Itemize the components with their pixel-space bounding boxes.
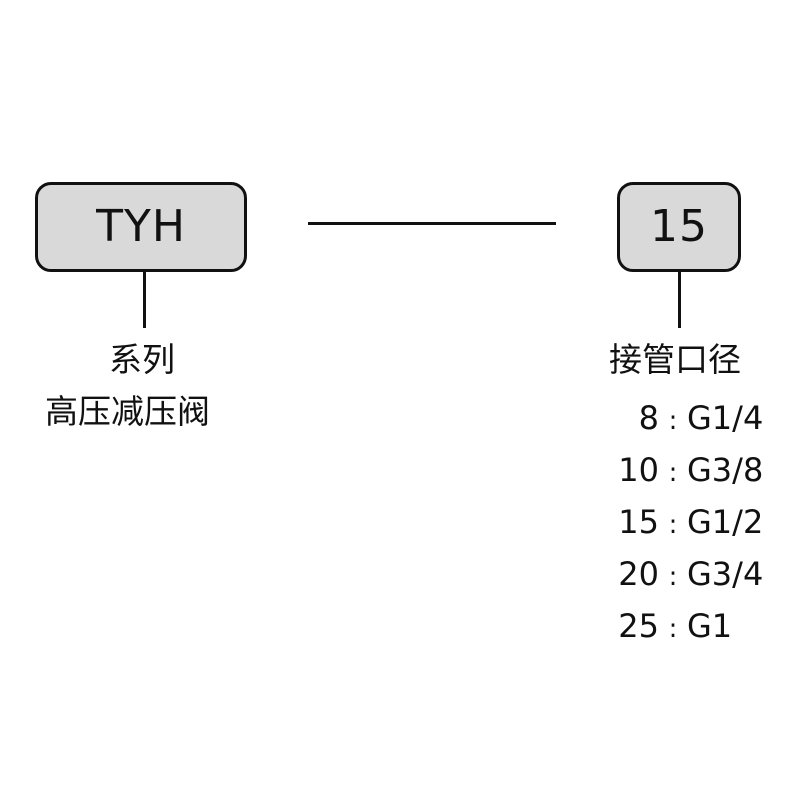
option-thread: G3/8 (687, 451, 764, 489)
option-separator: : (668, 614, 678, 644)
option-size: 10 (618, 451, 659, 489)
list-item: 8 : G1/4 (609, 392, 789, 444)
series-name-label: 高压减压阀 (45, 392, 210, 431)
port-size-title: 接管口径 (609, 340, 741, 379)
series-code: TYH (96, 201, 186, 252)
port-options-list: 8 : G1/4 10 : G3/8 15 : G1/2 20 : G3/4 2… (609, 392, 789, 652)
port-size-code: 15 (650, 201, 708, 252)
list-item: 10 : G3/8 (609, 444, 789, 496)
separator-dash (308, 222, 556, 225)
series-code-box: TYH (35, 182, 247, 272)
option-thread: G1/2 (687, 503, 764, 541)
option-thread: G1/4 (687, 399, 764, 437)
option-separator: : (668, 458, 678, 488)
option-separator: : (668, 406, 678, 436)
option-separator: : (668, 562, 678, 592)
option-thread: G3/4 (687, 555, 764, 593)
series-connector-line (143, 272, 146, 328)
option-size: 8 (638, 399, 659, 437)
series-label: 系列 (109, 340, 175, 379)
option-size: 25 (618, 607, 659, 645)
list-item: 25 : G1 (609, 600, 789, 652)
port-size-code-box: 15 (617, 182, 741, 272)
port-connector-line (678, 272, 681, 328)
list-item: 15 : G1/2 (609, 496, 789, 548)
list-item: 20 : G3/4 (609, 548, 789, 600)
option-separator: : (668, 510, 678, 540)
option-size: 20 (618, 555, 659, 593)
option-thread: G1 (687, 607, 733, 645)
option-size: 15 (618, 503, 659, 541)
